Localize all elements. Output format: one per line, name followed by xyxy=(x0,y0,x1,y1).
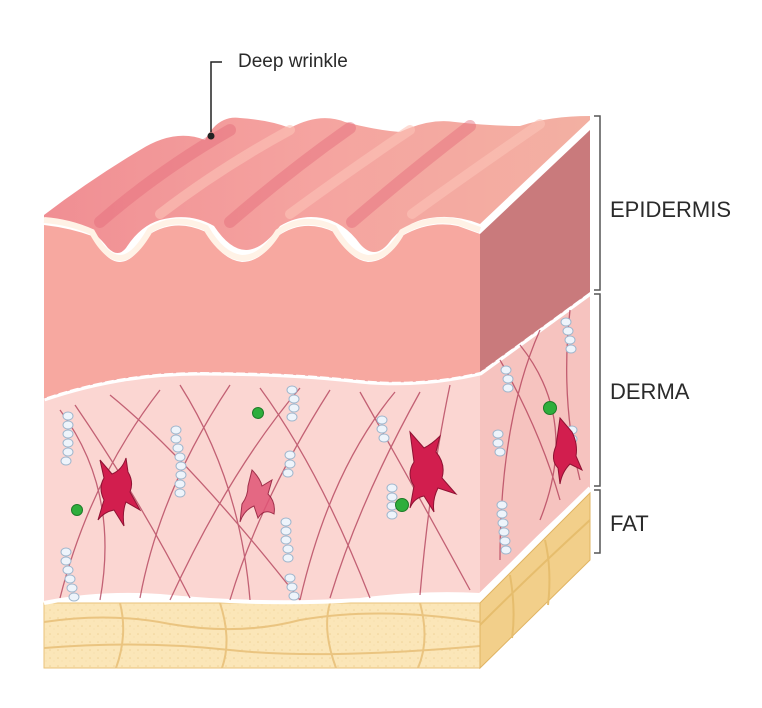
callout-leader-line xyxy=(210,61,222,132)
fibroblast-1 xyxy=(97,457,142,527)
elastin-chain-2 xyxy=(170,425,187,498)
fat-side-face xyxy=(479,491,591,670)
fat-cell-outlines xyxy=(43,602,481,669)
callout-dot xyxy=(207,132,215,140)
elastin-chain-12 xyxy=(500,365,514,393)
green-cell xyxy=(71,504,83,516)
epidermis-bracket xyxy=(594,115,601,291)
deep-wrinkle-callout: Deep wrinkle xyxy=(207,51,348,140)
epidermis-layer xyxy=(43,116,591,398)
fat-bracket xyxy=(594,489,601,554)
derma-fat-boundary xyxy=(43,486,592,605)
elastin-chain-11 xyxy=(560,317,577,354)
epidermis-front-face xyxy=(44,224,480,398)
elastin-chain-6 xyxy=(376,415,390,443)
fat-label: FAT xyxy=(610,511,649,536)
derma-label: DERMA xyxy=(610,379,690,404)
green-cell xyxy=(395,498,409,512)
fibroblast-4 xyxy=(552,416,583,485)
epidermis-side-face xyxy=(480,130,590,372)
elastin-chain-9 xyxy=(284,573,300,601)
fat-layer xyxy=(43,491,591,670)
epidermis-label: EPIDERMIS xyxy=(610,197,731,222)
green-cell xyxy=(252,407,264,419)
elastin-chain-3 xyxy=(286,385,300,422)
green-cells xyxy=(71,401,557,516)
layer-brackets xyxy=(594,115,601,554)
elastin-chain-4 xyxy=(282,450,296,478)
fibroblast-3 xyxy=(409,430,458,513)
elastin-chain-5 xyxy=(280,517,294,563)
derma-layer xyxy=(42,289,593,605)
callout-label: Deep wrinkle xyxy=(238,51,348,72)
green-cell xyxy=(543,401,557,415)
elastin-chain-10 xyxy=(496,500,512,555)
elastin-chain-7 xyxy=(386,483,398,520)
elastin-chain-8 xyxy=(60,547,80,602)
derma-bracket xyxy=(594,293,601,487)
elastin-chain-13 xyxy=(492,429,506,457)
wrinkled-surface xyxy=(44,116,590,253)
stratum-corneum-edge xyxy=(43,217,482,262)
wrinkle-ridges xyxy=(94,119,545,228)
elastin-chain-1 xyxy=(60,411,74,466)
fibroblasts xyxy=(97,416,583,527)
fibroblast-2 xyxy=(239,469,275,523)
